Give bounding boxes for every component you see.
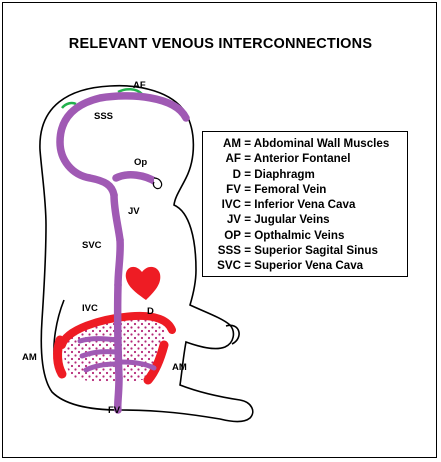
legend-row: AM = Abdominal Wall Muscles: [209, 136, 403, 151]
legend-row: SSS = Superior Sagital Sinus: [209, 243, 403, 258]
legend-meaning: = Opthalmic Veins: [244, 229, 344, 242]
abdominal-vein-branch-1: [80, 339, 116, 341]
opthalmic-vein: [116, 175, 156, 182]
legend-abbr: SVC: [209, 258, 241, 273]
legend-meaning: = Inferior Vena Cava: [244, 198, 355, 211]
legend-meaning: = Diaphragm: [244, 168, 315, 181]
label-af: AF: [133, 80, 146, 91]
heart-shape: [126, 267, 161, 300]
legend-row: D = Diaphragm: [209, 167, 403, 182]
legend-meaning: = Abdominal Wall Muscles: [244, 137, 389, 150]
legend-meaning: = Anterior Fontanel: [244, 152, 350, 165]
legend-row: FV = Femoral Vein: [209, 182, 403, 197]
legend-abbr: FV: [209, 182, 241, 197]
label-am-left: AM: [22, 352, 37, 363]
legend-abbr: OP: [209, 228, 241, 243]
label-fv: FV: [108, 405, 120, 416]
legend-meaning: = Jugular Veins: [244, 213, 329, 226]
legend-meaning: = Superior Sagital Sinus: [244, 244, 378, 257]
legend-abbr: AM: [209, 136, 241, 151]
legend-box: AM = Abdominal Wall Muscles AF = Anterio…: [202, 131, 408, 277]
legend-abbr: AF: [209, 151, 241, 166]
eye-mark: [153, 178, 161, 189]
abdominal-wall-muscle-left: [58, 340, 62, 374]
legend-abbr: D: [209, 167, 241, 182]
label-ivc: IVC: [82, 303, 98, 314]
legend-row: AF = Anterior Fontanel: [209, 151, 403, 166]
legend-meaning: = Superior Vena Cava: [244, 259, 363, 272]
label-svc: SVC: [82, 240, 102, 251]
jugular-vein: [114, 195, 120, 240]
label-am-right: AM: [172, 362, 187, 373]
legend-row: OP = Opthalmic Veins: [209, 228, 403, 243]
legend-meaning: = Femoral Vein: [244, 183, 326, 196]
legend-abbr: IVC: [209, 197, 241, 212]
legend-row: JV = Jugular Veins: [209, 212, 403, 227]
label-jv: JV: [128, 206, 140, 217]
legend-row: SVC = Superior Vena Cava: [209, 258, 403, 273]
legend-row: IVC = Inferior Vena Cava: [209, 197, 403, 212]
superior-sagittal-sinus: [60, 96, 186, 195]
label-sss: SSS: [94, 111, 113, 122]
label-op: Op: [134, 157, 147, 168]
legend-abbr: JV: [209, 212, 241, 227]
label-d: D: [147, 306, 154, 317]
legend-abbr: SSS: [209, 243, 241, 258]
superior-vena-cava: [118, 240, 120, 285]
